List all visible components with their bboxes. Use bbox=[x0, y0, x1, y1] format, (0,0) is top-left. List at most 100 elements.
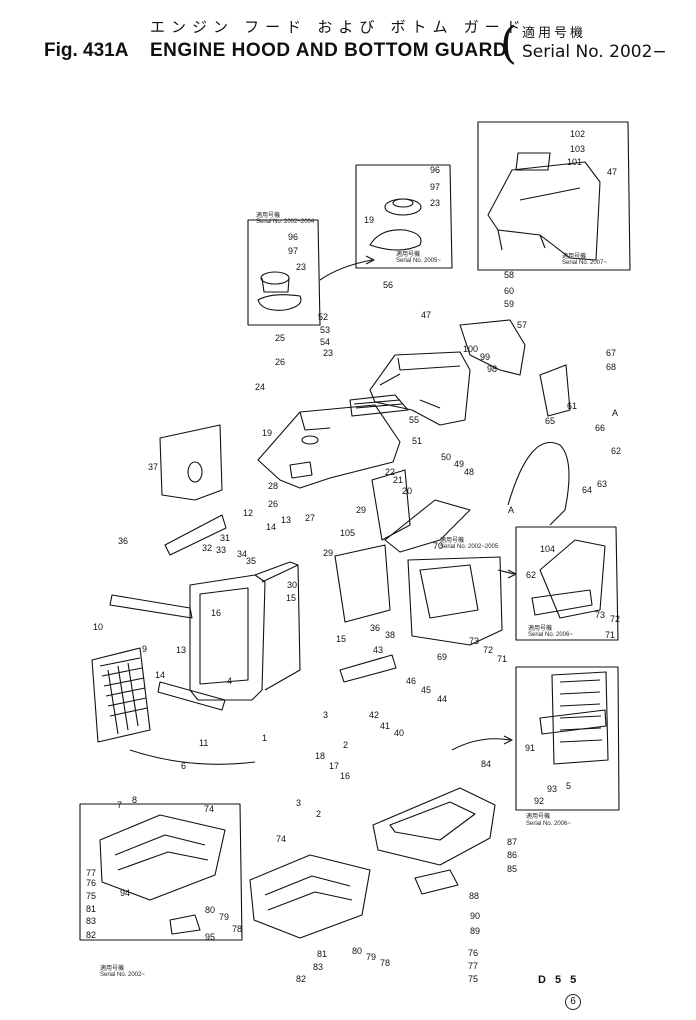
part-callout: 81 bbox=[317, 949, 327, 959]
part-callout: 97 bbox=[288, 246, 298, 256]
applicability-bracket: ( bbox=[500, 18, 518, 69]
part-callout: 22 bbox=[385, 467, 395, 477]
hood-47-main bbox=[369, 351, 471, 426]
inset-f-serial: Serial No. 2006~ bbox=[526, 821, 571, 827]
part-callout: 59 bbox=[504, 299, 514, 309]
part-callout: 70 bbox=[433, 541, 443, 551]
part-callout: 4 bbox=[227, 676, 232, 686]
part-callout: 89 bbox=[470, 926, 480, 936]
part-callout: 31 bbox=[220, 533, 230, 543]
part-callout: 75 bbox=[86, 891, 96, 901]
part-callout: 104 bbox=[540, 544, 555, 554]
part-callout: 80 bbox=[352, 946, 362, 956]
inset-frame-91 bbox=[515, 666, 620, 811]
part-callout: 103 bbox=[570, 144, 585, 154]
part-callout: 71 bbox=[497, 654, 507, 664]
grille-9 bbox=[109, 594, 193, 619]
part-callout: 36 bbox=[118, 536, 128, 546]
part-callout: 12 bbox=[243, 508, 253, 518]
part-callout: 76 bbox=[86, 878, 96, 888]
part-callout: 61 bbox=[567, 401, 577, 411]
part-callout: 20 bbox=[402, 486, 412, 496]
part-callout: 25 bbox=[275, 333, 285, 343]
part-callout: 87 bbox=[507, 837, 517, 847]
part-callout: 76 bbox=[468, 948, 478, 958]
part-callout: 88 bbox=[469, 891, 479, 901]
part-callout: 69 bbox=[437, 652, 447, 662]
part-callout: 42 bbox=[369, 710, 379, 720]
side-panel-37 bbox=[159, 424, 223, 501]
part-callout: 74 bbox=[204, 804, 214, 814]
part-callout: 62 bbox=[526, 570, 536, 580]
part-callout: 85 bbox=[507, 864, 517, 874]
side-guard-69 bbox=[407, 556, 503, 646]
part-callout: 23 bbox=[296, 262, 306, 272]
part-callout: 49 bbox=[454, 459, 464, 469]
part-callout: 82 bbox=[86, 930, 96, 940]
part-callout: 15 bbox=[336, 634, 346, 644]
part-callout: 96 bbox=[430, 165, 440, 175]
part-callout: 36 bbox=[370, 623, 380, 633]
part-callout: 71 bbox=[605, 630, 615, 640]
part-callout: 24 bbox=[255, 382, 265, 392]
part-callout: 62 bbox=[611, 446, 621, 456]
part-callout: 16 bbox=[211, 608, 221, 618]
part-callout: 64 bbox=[582, 485, 592, 495]
part-callout: 53 bbox=[320, 325, 330, 335]
part-callout: 58 bbox=[504, 270, 514, 280]
inset-frame-23-left bbox=[247, 219, 321, 326]
part-callout: 65 bbox=[545, 416, 555, 426]
part-callout: 94 bbox=[120, 888, 130, 898]
part-callout: 23 bbox=[323, 348, 333, 358]
part-callout: 26 bbox=[275, 357, 285, 367]
part-callout: 21 bbox=[393, 475, 403, 485]
part-callout: 41 bbox=[380, 721, 390, 731]
page-number: 6 bbox=[565, 994, 581, 1010]
part-callout: 83 bbox=[86, 916, 96, 926]
part-callout: 51 bbox=[412, 436, 422, 446]
part-callout: 45 bbox=[421, 685, 431, 695]
bottom-guard-74-left bbox=[99, 814, 226, 901]
part-callout: 102 bbox=[570, 129, 585, 139]
figure-number: Fig. 431A bbox=[44, 40, 129, 61]
inset-c-serial: Serial No. 2007~ bbox=[562, 260, 607, 266]
part-callout: 100 bbox=[463, 344, 478, 354]
hood-47-upper bbox=[487, 161, 601, 261]
part-callout: 37 bbox=[148, 462, 158, 472]
part-callout: 13 bbox=[281, 515, 291, 525]
inset-frame-19-23 bbox=[355, 164, 453, 269]
part-callout: 78 bbox=[232, 924, 242, 934]
inset-frame-hood-47 bbox=[477, 121, 631, 271]
part-callout: A bbox=[612, 408, 618, 418]
part-callout: 6 bbox=[181, 761, 186, 771]
part-callout: 17 bbox=[329, 761, 339, 771]
part-callout: 60 bbox=[504, 286, 514, 296]
part-callout: 1 bbox=[262, 733, 267, 743]
part-callout: 13 bbox=[176, 645, 186, 655]
part-callout: 90 bbox=[470, 911, 480, 921]
inset-c-label: 適用号機 bbox=[562, 252, 586, 260]
inset-frame-bottom-left bbox=[79, 803, 243, 941]
part-callout: 50 bbox=[441, 452, 451, 462]
front-grille-6 bbox=[91, 647, 151, 743]
part-callout: 75 bbox=[468, 974, 478, 984]
part-callout: 14 bbox=[266, 522, 276, 532]
part-callout: 18 bbox=[315, 751, 325, 761]
part-callout: 26 bbox=[268, 499, 278, 509]
part-callout: 95 bbox=[205, 932, 215, 942]
part-callout: 5 bbox=[566, 781, 571, 791]
inset-g-label: 適用号機 bbox=[100, 964, 124, 972]
part-callout: 78 bbox=[380, 958, 390, 968]
part-callout: 96 bbox=[288, 232, 298, 242]
part-callout: 57 bbox=[517, 320, 527, 330]
inset-serial-labels: 適用号機 Serial No. 2002~2004 適用号機 Serial No… bbox=[100, 211, 607, 978]
inset-b-serial: Serial No. 2005~ bbox=[396, 258, 441, 264]
part-callout: 3 bbox=[296, 798, 301, 808]
part-callout: 80 bbox=[205, 905, 215, 915]
part-callout: 47 bbox=[607, 167, 617, 177]
part-callout: 97 bbox=[430, 182, 440, 192]
engine-hood-19 bbox=[257, 404, 401, 489]
bottom-guard-84 bbox=[372, 787, 496, 866]
part-callout: 93 bbox=[547, 784, 557, 794]
